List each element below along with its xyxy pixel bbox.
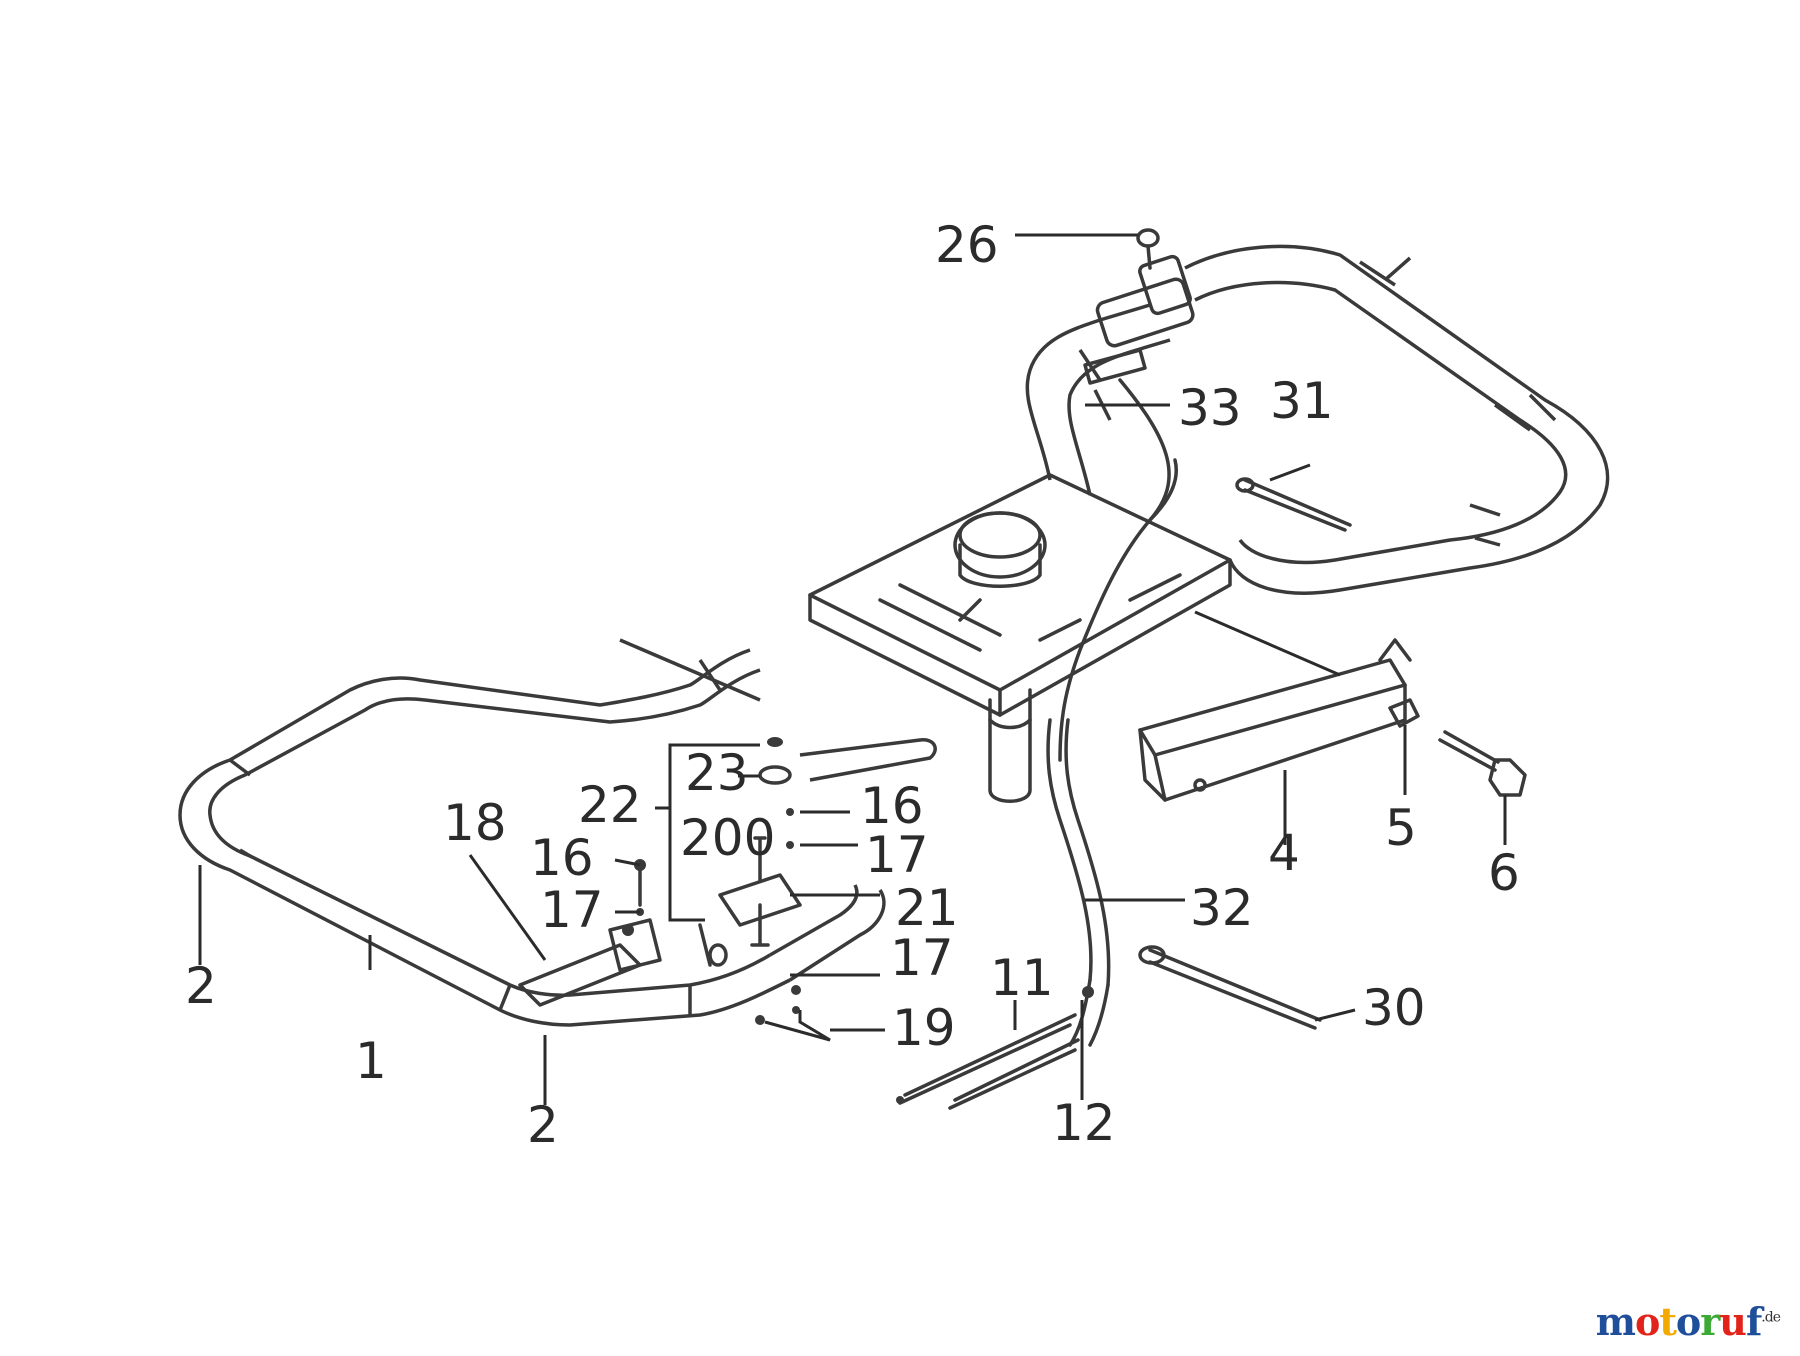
watermark-letter: o [1675,1299,1701,1344]
upper-handle-bar [1184,244,1610,595]
leader-lines [198,233,1507,1105]
cable-11 [896,1013,1077,1105]
watermark-letter: o [1634,1299,1660,1344]
label-26: 26 [935,216,999,274]
label-2-left: 2 [185,957,217,1015]
label-200: 200 [680,809,775,867]
label-23: 23 [685,744,749,802]
watermark-letter: t [1659,1299,1677,1344]
label-19: 19 [892,999,956,1057]
watermark-letter: f [1745,1299,1762,1344]
label-31: 31 [1270,372,1334,430]
control-cable [1046,378,1178,1047]
watermark-letter: r [1700,1299,1720,1344]
part-labels: 26 33 31 4 5 6 32 30 11 12 1 2 2 18 16 1… [185,216,1520,1154]
label-16-right: 16 [860,777,924,835]
label-16-left: 16 [530,829,594,887]
label-4: 4 [1268,824,1300,882]
watermark-letter: m [1595,1299,1636,1344]
nut [1388,698,1420,728]
label-6: 6 [1488,844,1520,902]
watermark-letter: u [1719,1299,1747,1344]
rod [1138,945,1322,1030]
pin [1235,477,1352,532]
label-17-left: 17 [540,881,604,939]
label-22: 22 [578,776,642,834]
label-2-bottom: 2 [527,1096,559,1154]
clamp-assembly [518,737,802,1025]
watermark-suffix: .de [1761,1309,1781,1326]
label-33: 33 [1178,379,1242,437]
label-17-right-top: 17 [865,826,929,884]
label-21: 21 [895,879,959,937]
watermark-logo: motoruf.de [1595,1299,1781,1344]
cable-12 [948,986,1094,1110]
label-17-right-bottom: 17 [890,929,954,987]
label-5: 5 [1385,799,1417,857]
label-18: 18 [443,794,507,852]
rail-bracket [1138,638,1412,802]
switch-block [1083,228,1195,385]
label-32: 32 [1190,879,1254,937]
lower-handle-bar [178,638,937,1027]
label-1: 1 [355,1032,387,1090]
label-12: 12 [1052,1094,1116,1152]
label-30: 30 [1362,979,1426,1037]
engine-plate [808,473,1232,803]
label-11: 11 [990,949,1054,1007]
watermark-letters: motoruf [1595,1299,1763,1344]
bolt-knob [1438,730,1527,797]
